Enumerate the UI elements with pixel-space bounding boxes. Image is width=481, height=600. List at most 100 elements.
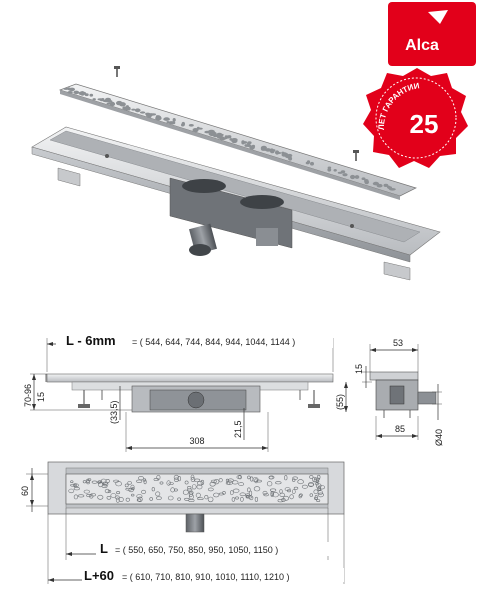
bird-icon <box>428 10 448 24</box>
guarantee-badge: ЛЕТ ГАРАНТИИ 25 <box>363 68 468 168</box>
perforation-hole <box>372 181 379 186</box>
perforation-hole <box>197 497 204 501</box>
perforation-hole <box>77 494 85 498</box>
perforation-hole <box>86 493 92 497</box>
perforation-hole <box>156 474 161 480</box>
screw-icon <box>353 150 359 161</box>
perforation-hole <box>139 111 146 114</box>
perforation-hole <box>250 476 254 482</box>
perforation-hole <box>277 499 284 503</box>
perforation-hole <box>166 121 170 123</box>
perforation-hole <box>262 490 268 495</box>
perforation-hole <box>100 478 107 484</box>
badge-ring <box>375 77 457 159</box>
leveling-foot-right <box>308 390 320 408</box>
perforation-hole <box>63 87 69 90</box>
perforation-hole <box>167 495 174 501</box>
badge-star-shape <box>363 68 468 168</box>
perforation-hole <box>126 106 131 111</box>
perforation-hole <box>213 132 217 137</box>
siphon-base <box>256 228 278 246</box>
perforation-hole <box>73 90 80 95</box>
perforation-hole <box>261 145 267 150</box>
dim-l60-values: = ( 610, 710, 810, 910, 1010, 1110, 1210… <box>122 572 290 582</box>
perforation-hole <box>308 482 314 488</box>
perforation-hole <box>263 493 269 497</box>
perforation-hole <box>350 174 356 180</box>
perforation-hole <box>149 497 153 501</box>
perforation-hole <box>299 493 303 497</box>
perforation-hole <box>207 487 214 492</box>
channel-foot-right <box>383 261 411 281</box>
dim-width-53: 53 <box>393 338 403 348</box>
dim-width-85: 85 <box>395 424 405 434</box>
perforation-hole <box>143 479 147 485</box>
perforation-hole <box>125 487 132 491</box>
perforation-hole <box>184 497 190 501</box>
perforation-hole <box>118 497 124 502</box>
perforation-hole <box>159 481 164 485</box>
perforation-hole <box>383 183 389 187</box>
perforation-hole <box>127 481 132 485</box>
perforation-hole <box>314 494 318 500</box>
dim-l-label: L <box>100 541 108 556</box>
perforation-hole <box>104 488 110 494</box>
perforation-hole <box>116 100 123 106</box>
perforation-hole <box>155 491 161 497</box>
perforation-hole <box>208 132 215 135</box>
perforation-hole <box>136 494 143 499</box>
perforation-hole <box>207 496 214 503</box>
perforation-hole <box>138 476 144 481</box>
perforation-hole <box>67 87 71 91</box>
perforation-hole <box>197 480 204 486</box>
perforation-hole <box>268 475 275 480</box>
channel-inner <box>49 130 421 243</box>
side-elevation-view: L - 6mm = ( 544, 644, 744, 844, 944, 104… <box>23 333 348 452</box>
perforation-hole <box>168 482 174 485</box>
siphon-opening-right <box>240 195 284 209</box>
perforation-hole <box>316 487 322 492</box>
perforation-hole <box>194 478 201 482</box>
perforation-hole <box>68 488 75 494</box>
perforation-hole <box>173 477 179 482</box>
perforation-hole <box>315 482 319 486</box>
perforation-hole <box>196 126 200 130</box>
perforation-hole <box>136 498 142 502</box>
perforation-hole <box>92 98 96 101</box>
perforation-hole <box>70 480 74 484</box>
perforation-hole <box>306 160 311 164</box>
perforation-hole <box>284 475 288 481</box>
perforation-hole <box>318 485 325 490</box>
perforation-hole <box>247 141 252 145</box>
perforation-hole <box>89 494 94 499</box>
perforation-hole <box>157 115 162 120</box>
perforation-hole <box>310 161 314 166</box>
perforation-hole <box>83 489 90 494</box>
dim-l-values: = ( 550, 650, 750, 850, 950, 1050, 1150 … <box>115 545 278 555</box>
perforation-hole <box>110 493 117 498</box>
perforation-hole <box>181 123 185 127</box>
dim-l60-label: L+60 <box>84 568 114 583</box>
perforation-hole <box>233 488 240 493</box>
perforation-hole <box>97 480 101 484</box>
perforation-hole <box>184 480 189 485</box>
perforation-hole <box>82 480 87 484</box>
perforation-hole <box>191 484 197 490</box>
perforation-hole <box>289 494 294 500</box>
perforation-hole <box>301 484 308 489</box>
perforation-hole <box>389 188 396 191</box>
perforation-hole <box>236 475 242 479</box>
logo-background <box>388 2 476 66</box>
perforation-hole <box>209 481 216 487</box>
dim-outlet-height: (33,5) <box>109 400 119 424</box>
perforation-hole <box>97 98 104 101</box>
frame-profile <box>46 373 334 383</box>
channel-screw-hole <box>350 224 354 228</box>
perforation-hole <box>313 479 319 483</box>
perforation-hole <box>149 113 153 117</box>
grate-edge <box>60 90 400 200</box>
perforation-hole <box>91 480 98 484</box>
perforation-hole <box>170 121 176 125</box>
perforation-hole <box>131 493 135 497</box>
perforation-hole <box>73 487 80 491</box>
